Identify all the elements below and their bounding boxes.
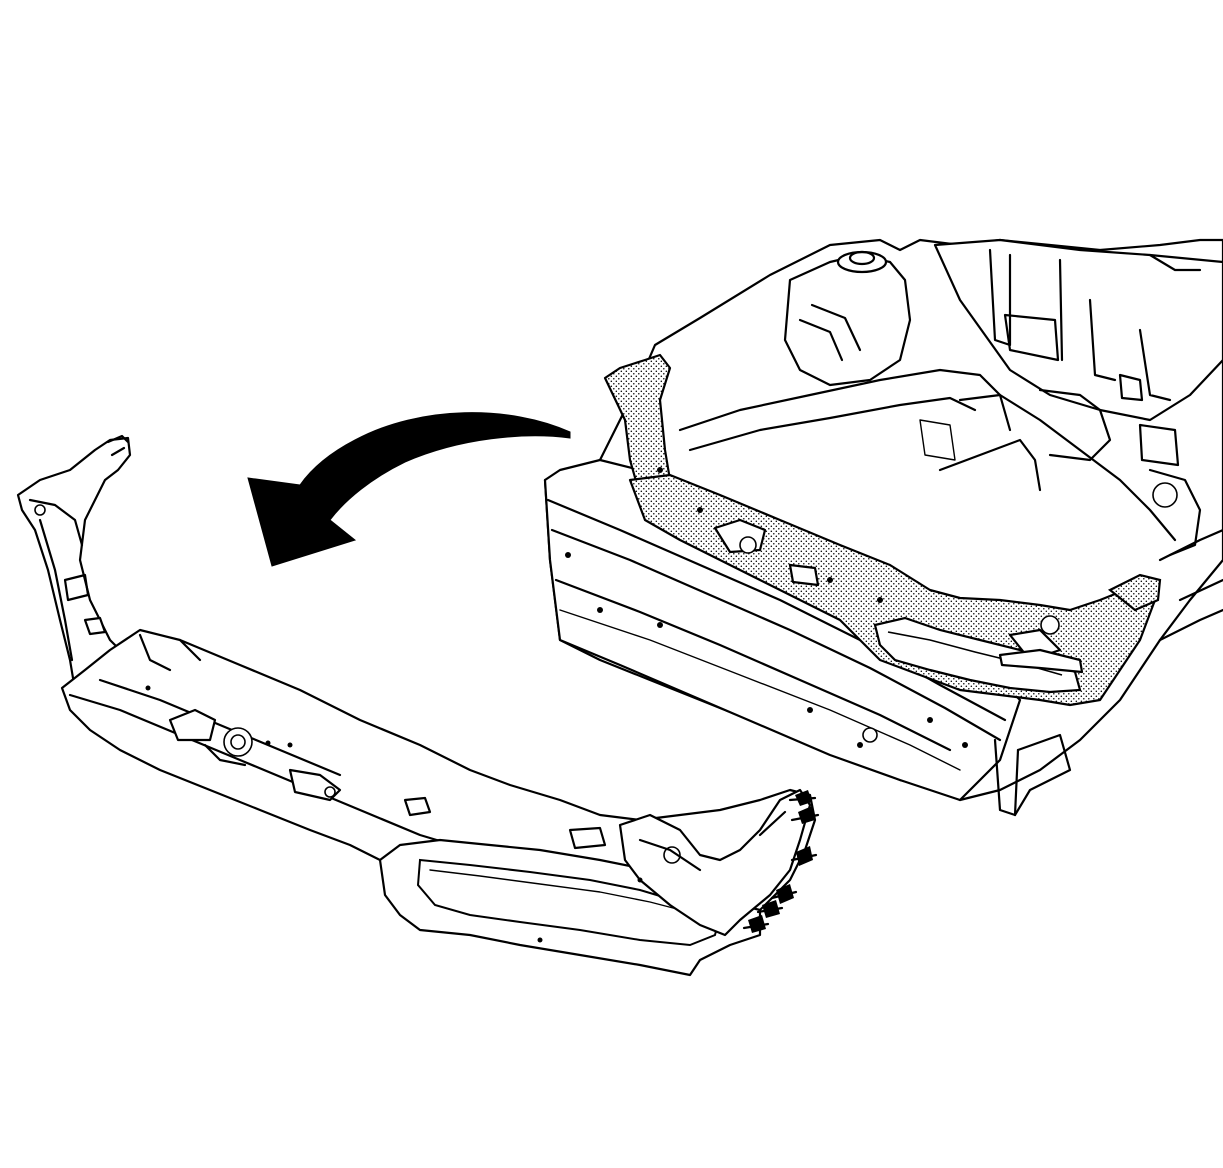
radiator-support-installed: [603, 353, 1162, 707]
vehicle-front-structure: [543, 238, 1223, 817]
weld-mark-icon: [742, 790, 820, 933]
curved-arrow-icon: [247, 412, 571, 567]
radiator-support-removed: [16, 434, 817, 977]
